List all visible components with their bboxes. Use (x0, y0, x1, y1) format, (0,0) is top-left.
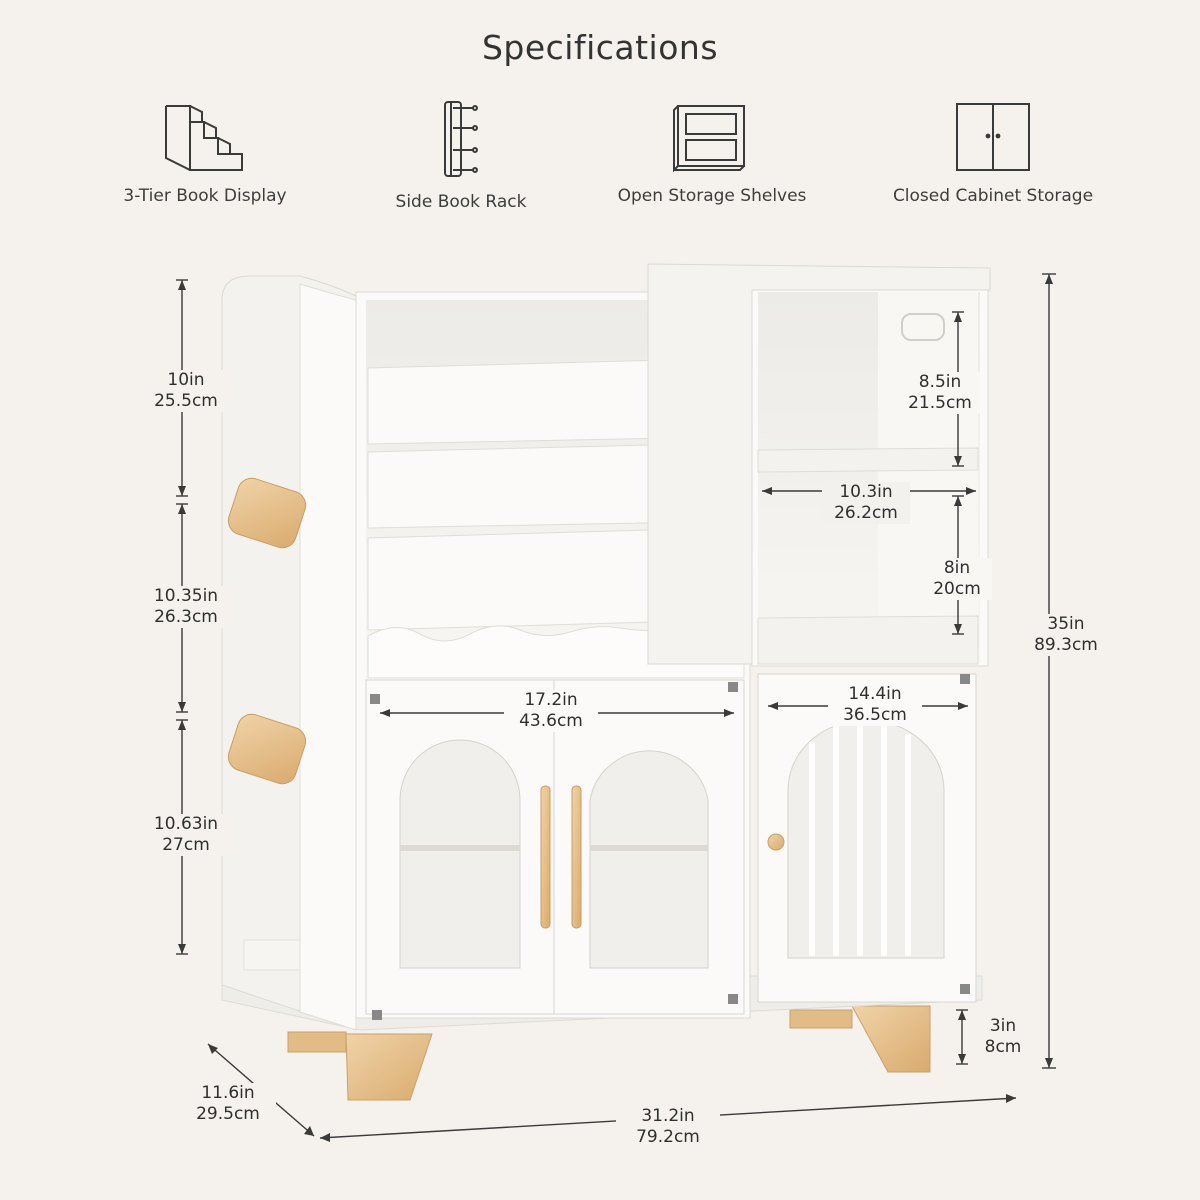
stairs-icon (165, 105, 243, 171)
feature-label: Open Storage Shelves (617, 186, 807, 206)
feature-side-rack: Side Book Rack (331, 100, 591, 212)
feature-book-display: 3-Tier Book Display (75, 100, 335, 206)
side-rack-pegs (227, 477, 307, 785)
feature-label: 3-Tier Book Display (123, 186, 287, 206)
cabinet-doors-icon (956, 103, 1030, 171)
side-rack-icon (444, 101, 478, 177)
feature-label: Side Book Rack (395, 192, 527, 212)
open-shelves-icon (673, 105, 745, 173)
feature-label: Closed Cabinet Storage (892, 186, 1094, 206)
legs (287, 1005, 931, 1101)
feature-open-shelves: Open Storage Shelves (582, 100, 842, 206)
feature-closed-cabinet: Closed Cabinet Storage (863, 100, 1123, 206)
page-title: Specifications (481, 28, 719, 67)
